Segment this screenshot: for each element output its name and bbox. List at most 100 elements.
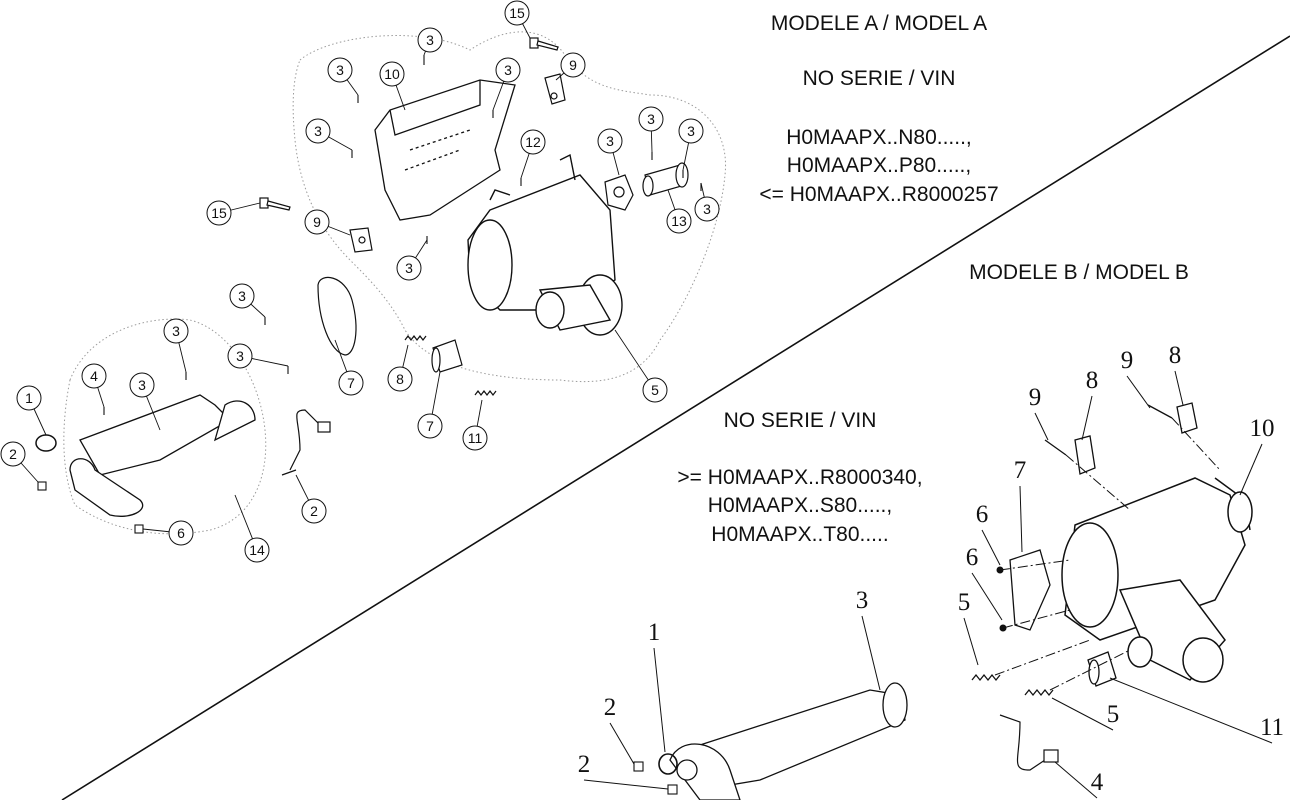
model-b-leader-line xyxy=(1174,370,1184,406)
model-b-leader-line xyxy=(1019,485,1023,553)
model-b-springs-5 xyxy=(971,673,1054,697)
model-b-o2-sensor-4 xyxy=(999,714,1059,771)
model-b-serial-2: H0MAAPX..S80....., xyxy=(707,494,893,517)
model-a-callout-circle xyxy=(304,209,330,235)
model-a-serial-label: NO SERIE / VIN xyxy=(802,67,956,90)
model-a-manifold-4 xyxy=(69,394,256,517)
model-b-callout-label: 8 xyxy=(1169,342,1182,369)
model-a-callout-label: 3 xyxy=(238,288,246,304)
model-a-callout-circle xyxy=(417,413,443,439)
model-a-callout-circle xyxy=(0,441,26,467)
model-a-callout-label: 10 xyxy=(384,66,400,82)
model-a-callout-label: 3 xyxy=(606,133,614,149)
model-b-callout-label: 5 xyxy=(1107,701,1120,728)
model-a-callout-circle xyxy=(338,370,364,396)
model-a-clamp-9-lower xyxy=(349,227,373,253)
model-a-callout-circle xyxy=(678,118,704,144)
model-b-callout-label: 8 xyxy=(1086,367,1099,394)
model-a-callout-circle xyxy=(81,363,107,389)
model-b-plate-7 xyxy=(1009,549,1051,631)
model-a-callout-circle xyxy=(396,255,422,281)
model-a-callout-circle xyxy=(327,57,353,83)
model-b-leader-line xyxy=(981,529,1001,566)
model-b-leader-line xyxy=(653,647,666,753)
model-a-callout-label: 9 xyxy=(313,214,321,230)
model-a-callout-label: 15 xyxy=(509,5,525,21)
model-a-callout-label: 2 xyxy=(310,503,318,519)
model-a-callout-label: 3 xyxy=(647,111,655,127)
model-b-assembly-lines xyxy=(994,417,1221,691)
model-b-callout-label: 3 xyxy=(856,587,869,614)
model-b-small-bolts-6 xyxy=(996,566,1007,632)
model-b-clamps-8 xyxy=(1074,402,1198,475)
model-a-callout-label: 13 xyxy=(671,213,687,229)
model-b-nuts-2 xyxy=(633,761,678,795)
model-a-callout-label: 3 xyxy=(504,62,512,78)
model-a-callout-label: 3 xyxy=(236,348,244,364)
model-b-callout-label: 10 xyxy=(1250,415,1275,442)
model-a-callout-circle xyxy=(462,425,488,451)
model-a-callout-circle xyxy=(417,27,443,53)
model-b-sleeve-11 xyxy=(1087,651,1117,687)
model-a-bolt-15-upper xyxy=(529,37,559,51)
model-a-callout-circle xyxy=(638,106,664,132)
model-a-serial-3: <= H0MAAPX..R8000257 xyxy=(759,183,999,206)
model-b-leader-line xyxy=(583,779,669,790)
model-a-callout-circle xyxy=(301,498,327,524)
model-a-gasket-12 xyxy=(604,174,634,211)
model-a-callout-circle xyxy=(206,200,232,226)
model-b-callout-label: 9 xyxy=(1029,384,1042,411)
model-a-callout-circle xyxy=(495,57,521,83)
model-a-clamp-9-upper xyxy=(544,73,566,105)
model-b-callout-label: 1 xyxy=(648,619,661,646)
model-a-callout-label: 14 xyxy=(249,542,265,558)
model-a-springs-7 xyxy=(404,335,497,396)
model-a-callout-circle xyxy=(560,52,586,78)
model-a-callout-circle xyxy=(666,208,692,234)
model-a-callout-label: 5 xyxy=(651,382,659,398)
model-a-callout-circle xyxy=(163,318,189,344)
model-a-callout-circle xyxy=(229,283,255,309)
model-a-title: MODELE A / MODEL A xyxy=(770,12,988,35)
model-a-sleeve-8 xyxy=(431,339,463,373)
model-b-leader-line xyxy=(1239,443,1263,496)
model-a-heat-shield xyxy=(374,79,516,221)
model-b-leader-line xyxy=(1109,677,1273,744)
model-a-callout-circle xyxy=(520,129,546,155)
model-a-callout-circle xyxy=(129,372,155,398)
model-a-callout-label: 9 xyxy=(569,57,577,73)
model-a-callout-label: 2 xyxy=(9,446,17,462)
model-a-callout-circle xyxy=(504,0,530,26)
model-b-title: MODELE B / MODEL B xyxy=(969,261,1189,284)
model-a-callout-circle xyxy=(379,61,405,87)
model-a-callout-label: 7 xyxy=(347,375,355,391)
model-a-callout-label: 1 xyxy=(25,390,33,406)
model-b-leader-line xyxy=(609,722,635,765)
model-a-callout-label: 4 xyxy=(90,368,98,384)
model-a-callout-label: 3 xyxy=(426,32,434,48)
model-b-leader-line xyxy=(861,615,881,691)
model-a-muffler xyxy=(467,153,623,336)
model-b-manifold-3 xyxy=(669,682,908,800)
model-b-callout-label: 6 xyxy=(966,544,979,571)
model-a-callout-label: 8 xyxy=(396,371,404,387)
model-a-callout-label: 3 xyxy=(703,201,711,217)
model-a-callout-circle xyxy=(305,118,331,144)
model-b-callout-label: 5 xyxy=(958,589,971,616)
model-a-callout-label: 12 xyxy=(525,134,541,150)
model-b-leader-line xyxy=(1081,395,1093,441)
model-a-callout-circle xyxy=(168,520,194,546)
model-b-callout-label: 7 xyxy=(1014,457,1027,484)
model-divider-line xyxy=(61,35,1290,800)
model-a-callout-label: 3 xyxy=(172,323,180,339)
model-a-callout-label: 7 xyxy=(426,418,434,434)
model-b-bolts-9 xyxy=(1044,404,1173,456)
model-a-callout-circle xyxy=(694,196,720,222)
model-a-callout-circle xyxy=(16,385,42,411)
model-b-leader-line xyxy=(963,617,979,666)
model-b-serial-label: NO SERIE / VIN xyxy=(723,409,877,432)
model-b-callout-label: 6 xyxy=(976,501,989,528)
model-b-serial-3: H0MAAPX..T80..... xyxy=(711,523,889,546)
model-a-tailpipe-13 xyxy=(642,162,689,197)
